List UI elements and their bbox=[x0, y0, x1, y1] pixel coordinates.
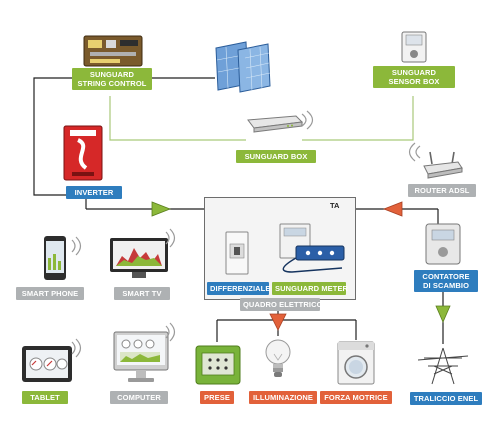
illuminazione-label: ILLUMINAZIONE bbox=[249, 391, 317, 404]
smartphone-label: SMART PHONE bbox=[16, 287, 84, 300]
inverter-icon bbox=[63, 125, 103, 181]
computer-wifi-icon bbox=[165, 322, 176, 342]
sunguard-box-label: SUNGUARD BOX bbox=[236, 150, 316, 163]
tv-wifi-icon bbox=[165, 228, 176, 248]
sensor-box-label: SUNGUARD SENSOR BOX bbox=[373, 66, 455, 88]
string-to-box-signal bbox=[109, 96, 246, 141]
breaker-icon bbox=[225, 231, 249, 275]
energy-meter-icon bbox=[425, 223, 461, 265]
washing-machine-icon bbox=[337, 341, 375, 385]
computer-label: COMPUTER bbox=[110, 391, 168, 404]
pylon-icon bbox=[418, 347, 468, 385]
solar-flow-arrow-icon bbox=[151, 201, 172, 217]
smarttv-label: SMART TV bbox=[114, 287, 170, 300]
computer-icon bbox=[113, 331, 169, 382]
meter-label: SUNGUARD METER bbox=[272, 282, 348, 295]
forza-label: FORZA MOTRICE bbox=[320, 391, 392, 404]
smartphone-icon bbox=[44, 236, 66, 280]
string-control-label: SUNGUARD STRING CONTROL bbox=[72, 68, 152, 90]
router-icon bbox=[423, 151, 463, 179]
meter-icon bbox=[279, 223, 345, 273]
load-flow-arrow-icon bbox=[269, 313, 287, 331]
quadro-label: QUADRO ELETTRICO bbox=[240, 298, 322, 311]
ta-label: TA bbox=[330, 201, 340, 210]
tv-icon bbox=[110, 238, 168, 278]
grid-flow-arrow-icon bbox=[382, 201, 403, 217]
tablet-icon bbox=[22, 346, 72, 382]
contatore-label: CONTATORE DI SCAMBIO bbox=[414, 270, 478, 292]
sensor-box-icon bbox=[401, 31, 427, 63]
phone-wifi-icon bbox=[71, 236, 82, 256]
sensor-to-box-signal bbox=[302, 96, 414, 141]
inverter-label: INVERTER bbox=[66, 186, 122, 199]
sunguard-box-icon bbox=[247, 115, 304, 133]
solar-panel-icon bbox=[215, 41, 271, 93]
bulb-icon bbox=[265, 339, 291, 377]
tablet-label: TABLET bbox=[22, 391, 68, 404]
wifi-icon bbox=[301, 110, 314, 130]
tablet-wifi-icon bbox=[71, 338, 82, 358]
socket-icon bbox=[195, 345, 241, 385]
router-wifi-icon bbox=[408, 142, 421, 162]
prese-label: PRESE bbox=[200, 391, 234, 404]
export-flow-arrow-icon bbox=[435, 305, 451, 323]
router-label: ROUTER ADSL bbox=[408, 184, 476, 197]
circuit-board-icon bbox=[83, 35, 143, 67]
differenziale-label: DIFFERENZIALE bbox=[207, 282, 270, 295]
traliccio-label: TRALICCIO ENEL bbox=[410, 392, 482, 405]
string-to-inverter-wire bbox=[33, 77, 72, 196]
